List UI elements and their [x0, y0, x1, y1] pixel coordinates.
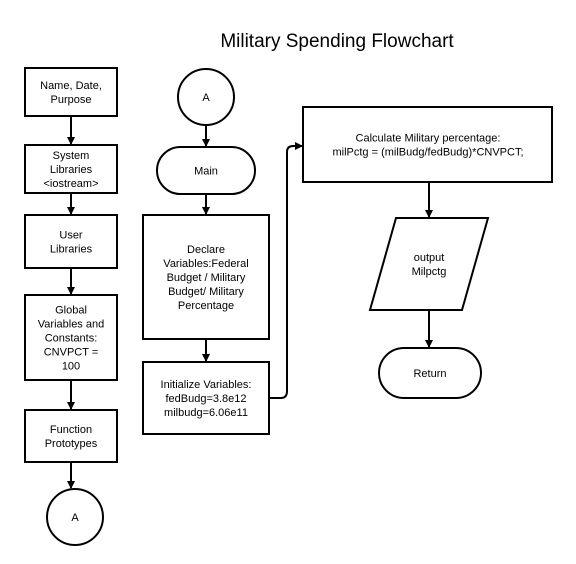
- node-return-label: Return: [413, 368, 446, 380]
- node-initialize-variables-label: Initialize Variables: fedBudg=3.8e12 milbu…: [161, 379, 252, 419]
- label-line: CNVPCT =: [44, 347, 99, 359]
- node-main-label: Main: [194, 166, 218, 178]
- label-line: Libraries: [50, 164, 93, 176]
- label-line: Percentage: [178, 300, 234, 312]
- label-line: A: [202, 92, 210, 104]
- label-line: <iostream>: [43, 178, 98, 190]
- label-line: A: [71, 512, 79, 524]
- label-line: Purpose: [51, 94, 92, 106]
- node-connector-a-off: A: [46, 488, 104, 546]
- label-line: Libraries: [50, 244, 93, 256]
- label-line: Main: [194, 166, 218, 178]
- label-line: User: [59, 230, 83, 242]
- label-line: milPctg = (milBudg/fedBudg)*CNVPCT;: [332, 147, 523, 159]
- node-return: Return: [378, 347, 482, 399]
- node-connector-a-on-label: A: [202, 92, 210, 104]
- label-line: fedBudg=3.8e12: [165, 393, 246, 405]
- label-line: Variables and: [38, 319, 104, 331]
- node-connector-a-on: A: [177, 68, 235, 126]
- label-line: System: [53, 150, 90, 162]
- label-line: Milpctg: [412, 266, 447, 278]
- node-calculate-percentage-label: Calculate Military percentage: milPctg = …: [332, 133, 523, 159]
- label-line: Initialize Variables:: [161, 379, 252, 391]
- label-line: Budget/ Military: [168, 286, 244, 298]
- label-line: Prototypes: [45, 438, 98, 450]
- node-initialize-variables: Initialize Variables: fedBudg=3.8e12 milbu…: [142, 361, 270, 435]
- label-line: Return: [413, 368, 446, 380]
- node-main: Main: [156, 146, 256, 195]
- node-calculate-percentage: Calculate Military percentage: milPctg = …: [302, 106, 553, 183]
- label-line: milbudg=6.06e11: [164, 407, 248, 419]
- node-header-comment: Name, Date, Purpose: [24, 67, 118, 117]
- label-line: Global: [55, 305, 87, 317]
- label-line: output: [414, 252, 445, 264]
- node-connector-a-off-label: A: [71, 512, 79, 524]
- label-line: Constants:: [45, 333, 98, 345]
- label-line: Budget / Military: [167, 272, 246, 284]
- label-line: Calculate Military percentage:: [356, 133, 501, 145]
- edge-initialize-to-calculate: [269, 142, 303, 399]
- label-line: Name, Date,: [40, 80, 102, 92]
- label-line: Declare: [187, 244, 225, 256]
- label-line: 100: [62, 361, 80, 373]
- diagram-title: Military Spending Flowchart: [220, 31, 454, 52]
- label-line: Variables:Federal: [163, 258, 248, 270]
- node-header-comment-label: Name, Date, Purpose: [40, 80, 102, 106]
- label-line: Function: [50, 424, 92, 436]
